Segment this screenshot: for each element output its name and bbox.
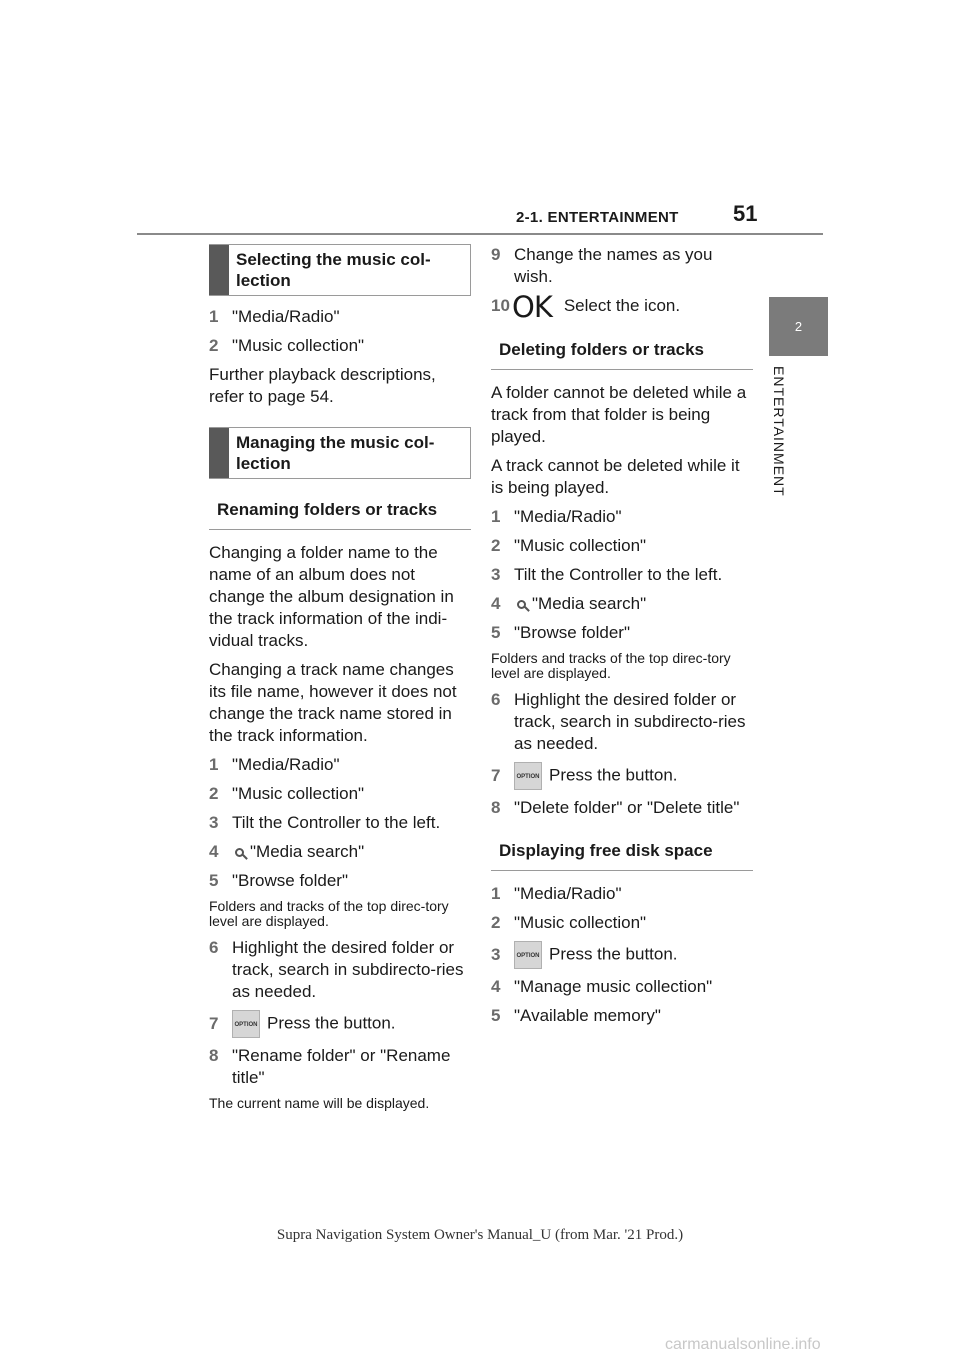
heading-bar xyxy=(209,428,229,478)
note: The current name will be displayed. xyxy=(209,1095,430,1111)
chapter-number: 2 xyxy=(794,319,803,334)
paragraph: A track cannot be deleted while it is be… xyxy=(491,455,740,497)
step-item: 4"Media search" xyxy=(491,593,647,613)
step-item: 1"Media/Radio" xyxy=(209,755,340,774)
section-heading-selecting: Selecting the music col-lection xyxy=(209,244,471,296)
chapter-label: ENTERTAINMENT xyxy=(771,366,791,516)
step-item: 2"Music collection" xyxy=(209,336,365,355)
subheading-renaming: Renaming folders or tracks xyxy=(209,499,471,530)
section-heading-managing: Managing the music col-lection xyxy=(209,427,471,479)
paragraph: Changing a folder name to the name of an… xyxy=(209,543,454,650)
step-item: 5"Browse folder" xyxy=(209,871,349,890)
step-item: 2"Music collection" xyxy=(209,784,365,803)
paragraph: Changing a track name changes its file n… xyxy=(209,660,457,745)
note: Folders and tracks of the top direc-tory… xyxy=(209,898,449,929)
heading-bar xyxy=(209,245,229,295)
option-button-icon: OPTION xyxy=(514,940,542,969)
search-icon xyxy=(235,848,244,858)
step-item: 1"Media/Radio" xyxy=(491,506,622,526)
search-icon xyxy=(517,599,526,609)
ok-icon: OK xyxy=(512,289,553,324)
step-item: 5"Browse folder" xyxy=(491,622,631,642)
note: Folders and tracks of the top direc-tory… xyxy=(491,649,731,681)
step-item: 4"Media search" xyxy=(209,842,365,861)
header-divider xyxy=(137,233,823,235)
subheading-deleting: Deleting folders or tracks xyxy=(491,339,753,370)
step-item: 4"Manage music collection" xyxy=(491,976,713,996)
step-item: 2"Music collection" xyxy=(491,535,647,555)
option-button-icon: OPTION xyxy=(232,1010,260,1038)
left-column: Selecting the music col-lection 1"Media/… xyxy=(209,244,471,1119)
section-title: 2-1. ENTERTAINMENT xyxy=(516,209,679,226)
step-item: 8"Rename folder" or "Rename title" xyxy=(209,1046,451,1087)
chapter-tab: 2 xyxy=(769,297,828,356)
step-item: 5"Available memory" xyxy=(491,1005,661,1025)
step-item: 2"Music collection" xyxy=(491,912,647,932)
subheading-disk-space: Displaying free disk space xyxy=(491,840,753,871)
step-item: 1"Media/Radio" xyxy=(209,307,340,326)
chapter-label-text: ENTERTAINMENT xyxy=(771,366,787,497)
footer-manual-title: Supra Navigation System Owner's Manual_U… xyxy=(276,1227,684,1243)
paragraph: A folder cannot be deleted while a track… xyxy=(491,382,747,446)
step-item: 8"Delete folder" or "Delete title" xyxy=(491,797,740,817)
step-item: 1"Media/Radio" xyxy=(491,883,622,903)
watermark: carmanualsonline.info xyxy=(665,1336,821,1353)
paragraph: Further playback descriptions, refer to … xyxy=(209,365,436,406)
option-button-icon: OPTION xyxy=(514,761,542,790)
page-number: 51 xyxy=(733,201,758,226)
